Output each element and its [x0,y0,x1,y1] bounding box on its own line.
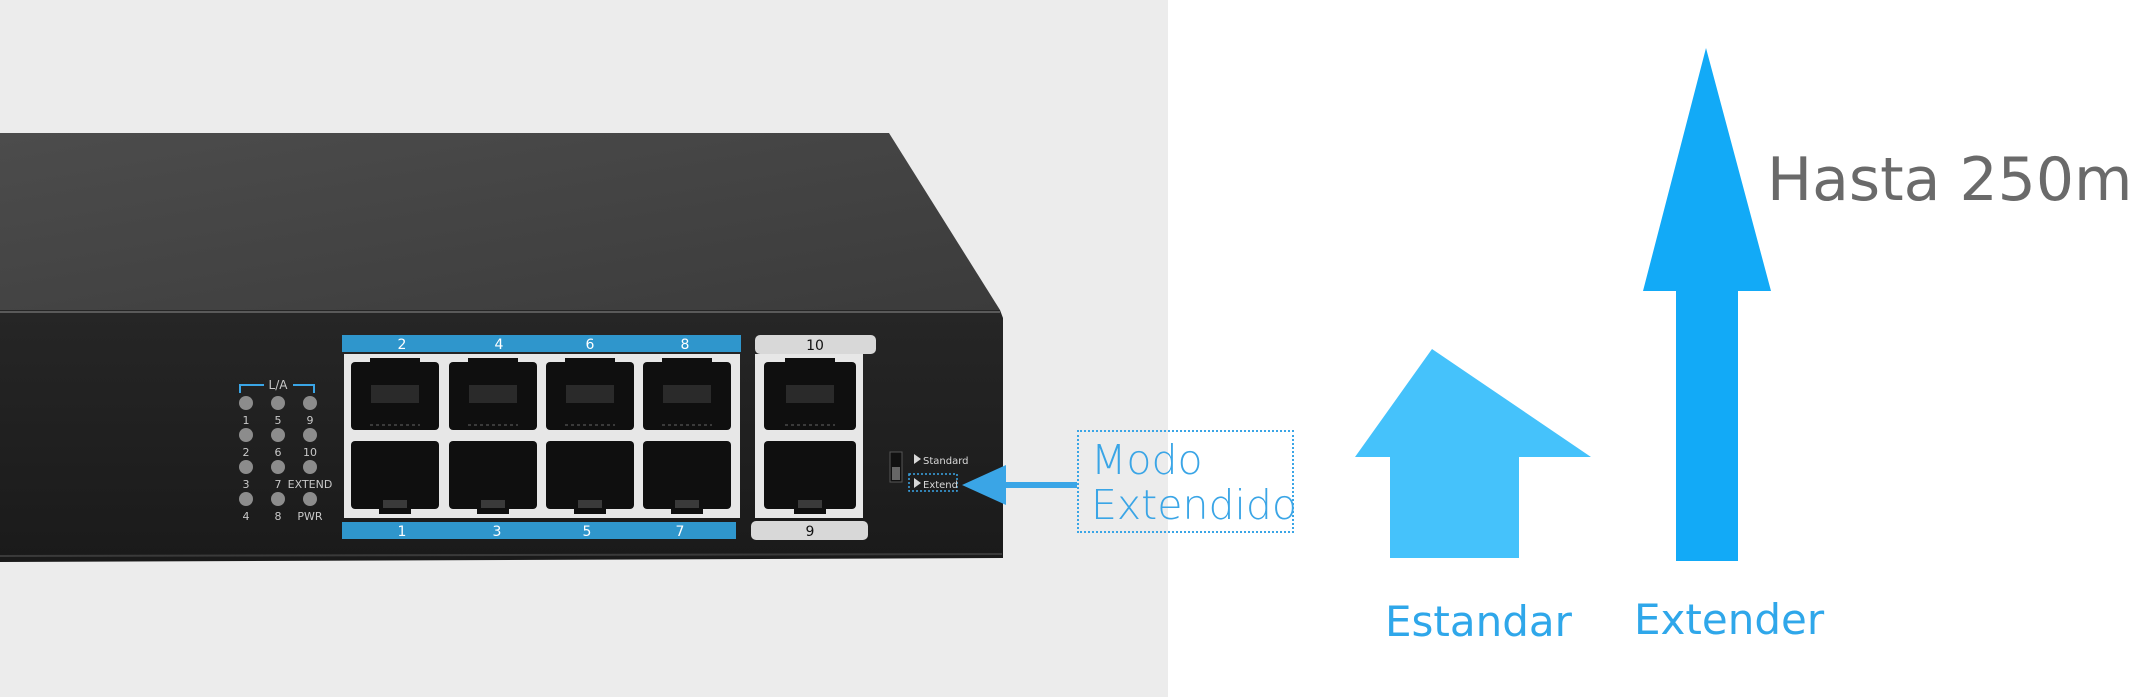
led-indicator [303,396,317,410]
mode-switch[interactable]: Standard Extend [889,451,969,492]
switch-label-extend: Extend [923,480,958,491]
poe-port-block: 2 4 6 8 1 3 5 7 [342,335,741,540]
play-icon [914,454,921,464]
led-indicator [271,396,285,410]
led-indicator [303,460,317,474]
extender-label: Extender [1634,595,1825,644]
led-number: 10 [303,446,317,459]
port-number: 10 [806,338,824,354]
uplink-number-tab-bottom [751,521,868,540]
led-number: 7 [275,478,282,491]
port-number: 1 [398,524,407,540]
mode-switch-knob [892,467,900,480]
port-number-strip-bottom [342,522,736,539]
ethernet-port[interactable] [449,358,537,430]
ethernet-port[interactable] [449,441,537,514]
callout-arrow [962,465,1077,505]
ethernet-port[interactable] [764,358,856,430]
ethernet-port[interactable] [546,441,634,514]
led-indicator [271,492,285,506]
led-indicator [239,492,253,506]
extender-distance-arrow-icon [1643,48,1771,561]
ethernet-port[interactable] [764,441,856,514]
ethernet-port[interactable] [351,358,439,430]
switch-label-standard: Standard [923,456,969,467]
led-indicator [303,492,317,506]
led-indicator [271,428,285,442]
ethernet-port[interactable] [643,358,731,430]
port-number-strip-top [342,335,741,352]
port-number: 8 [681,337,690,353]
distance-label: Hasta 250m [1767,145,2132,215]
extended-mode-callout: Modo Extendido [1077,430,1297,533]
led-indicator [271,460,285,474]
play-icon [914,478,921,488]
led-number: 8 [275,510,282,523]
extend-highlight-box [908,473,958,492]
led-number: 4 [243,510,250,523]
led-indicator [239,428,253,442]
port-number: 5 [583,524,592,540]
port-number: 4 [495,337,504,353]
uplink-port-block: 10 9 [751,335,876,540]
led-group-label: L/A [269,378,289,392]
led-group-bracket [239,384,315,393]
ethernet-port[interactable] [351,441,439,514]
ethernet-port[interactable] [546,358,634,430]
ethernet-port[interactable] [643,441,731,514]
led-number: 6 [275,446,282,459]
callout-line-2: Extendido [1091,481,1297,529]
led-indicator [239,396,253,410]
port-number: 6 [586,337,595,353]
led-number: 3 [243,478,250,491]
port-number: 3 [493,524,502,540]
led-number: PWR [297,510,323,523]
port-number: 2 [398,337,407,353]
standard-label: Estandar [1385,597,1572,646]
led-number: 1 [243,414,250,427]
led-number: 9 [307,414,314,427]
led-indicator [303,428,317,442]
arrow-left-icon [962,465,1006,505]
standard-distance-arrow-icon [1355,349,1591,558]
led-indicator [239,460,253,474]
callout-line-1: Modo [1091,436,1203,484]
led-panel: L/A 1 5 9 2 6 10 3 7 EXTEND 4 8 PWR [239,378,332,523]
led-number: EXTEND [288,478,333,491]
led-number: 5 [275,414,282,427]
port-number: 9 [806,524,815,540]
port-number: 7 [676,524,685,540]
led-number: 2 [243,446,250,459]
switch-top-panel [0,133,1000,310]
uplink-number-tab-top [755,335,876,354]
